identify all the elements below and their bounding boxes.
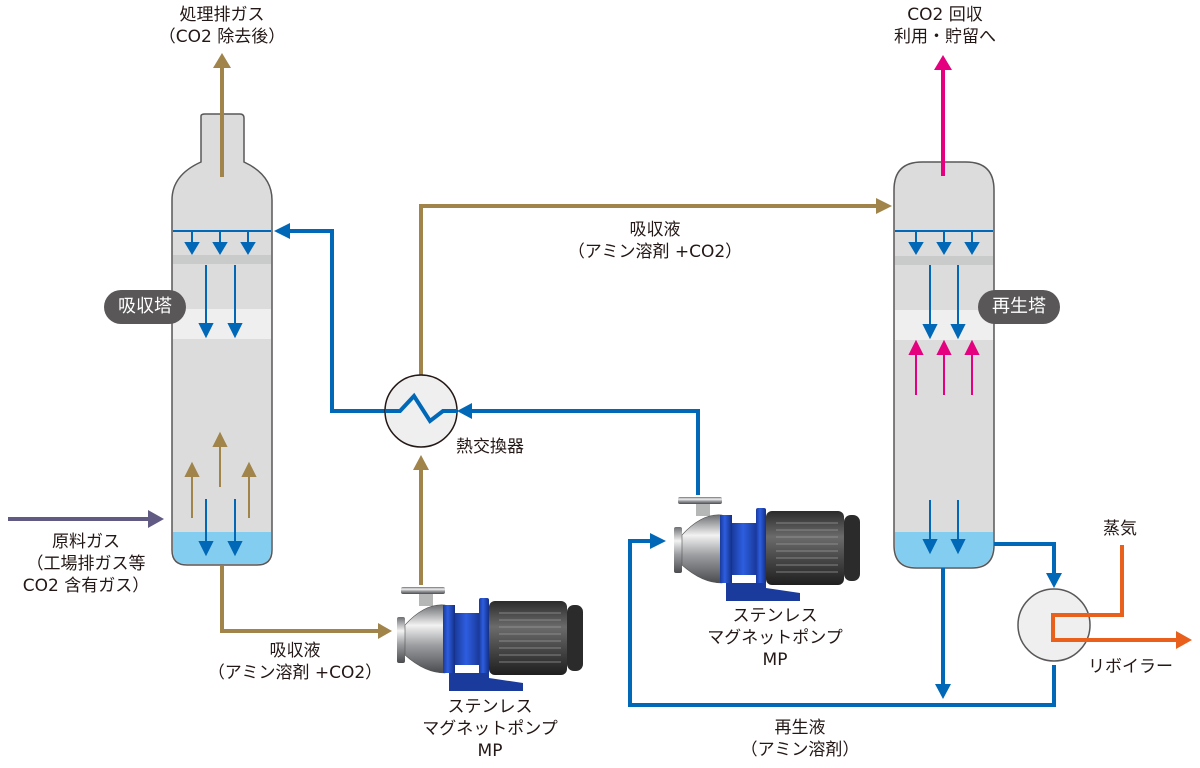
absorber-liquid — [173, 532, 271, 564]
absorber-shell — [171, 113, 273, 566]
magnet-pump-1 — [397, 587, 583, 691]
treated-gas-label: 処理排ガス （CO2 除去後） — [158, 5, 286, 47]
lean-to-absorber-arrow — [274, 223, 290, 239]
heat-exchanger-coil-icon — [386, 392, 457, 424]
absorber-badge: 吸収塔 — [104, 290, 186, 324]
treated-gas-flow — [213, 53, 231, 177]
pump2-label: ステンレス マグネットポンプ MP — [707, 606, 843, 670]
feed-gas-flow — [8, 510, 164, 528]
steam-out-arrow — [1176, 631, 1192, 649]
rich-to-regenerator-arrow — [876, 198, 892, 214]
steam-label: 蒸気 — [1103, 519, 1137, 539]
regenerator-tower — [893, 161, 995, 569]
regenerator-co2-up-arrows — [908, 339, 980, 395]
rich-solution-top-label: 吸収液 （アミン溶剤 +CO2） — [567, 220, 743, 262]
lean-to-pump2-arrow — [650, 533, 666, 549]
lean-to-hx-arrow — [457, 403, 472, 419]
co2-recovery-flow — [934, 55, 952, 176]
absorber-spray-arrows — [184, 231, 256, 557]
lean-solution-pipes — [288, 229, 1056, 707]
pump1-label: ステンレス マグネットポンプ MP — [422, 697, 558, 761]
heat-exchanger — [384, 374, 458, 448]
regenerator-spray-arrows — [908, 231, 980, 555]
rich-solution-pipes — [220, 204, 878, 633]
co2-recovery-label: CO2 回収 利用・貯留へ — [894, 5, 996, 47]
regenerator-badge: 再生塔 — [978, 290, 1060, 324]
rich-solution-bottom-label: 吸収液 （アミン溶剤 +CO2） — [207, 641, 383, 683]
rich-to-hx-arrow — [413, 455, 429, 470]
regenerator-packing-light — [895, 310, 993, 340]
lean-to-reboiler-arrow — [1046, 573, 1062, 588]
lean-solution-label: 再生液 （アミン溶剤） — [740, 718, 860, 760]
reboiler — [1017, 545, 1192, 662]
absorber-packing-band — [173, 255, 271, 264]
steam-pipe — [1051, 545, 1178, 642]
absorber-gas-up-arrows — [184, 431, 257, 518]
lean-down-arrow — [935, 684, 951, 699]
feed-gas-label: 原料ガス （工場排ガス等 CO2 含有ガス） — [22, 532, 150, 596]
rich-to-pump-arrow — [378, 623, 392, 639]
reboiler-label: リボイラー — [1088, 657, 1173, 677]
heat-exchanger-label: 熱交換器 — [456, 437, 524, 457]
absorber-tower — [171, 113, 273, 566]
absorber-packing-light — [173, 309, 271, 339]
regenerator-packing-band — [895, 256, 993, 265]
magnet-pump-2 — [674, 497, 860, 601]
regenerator-liquid — [895, 532, 993, 567]
